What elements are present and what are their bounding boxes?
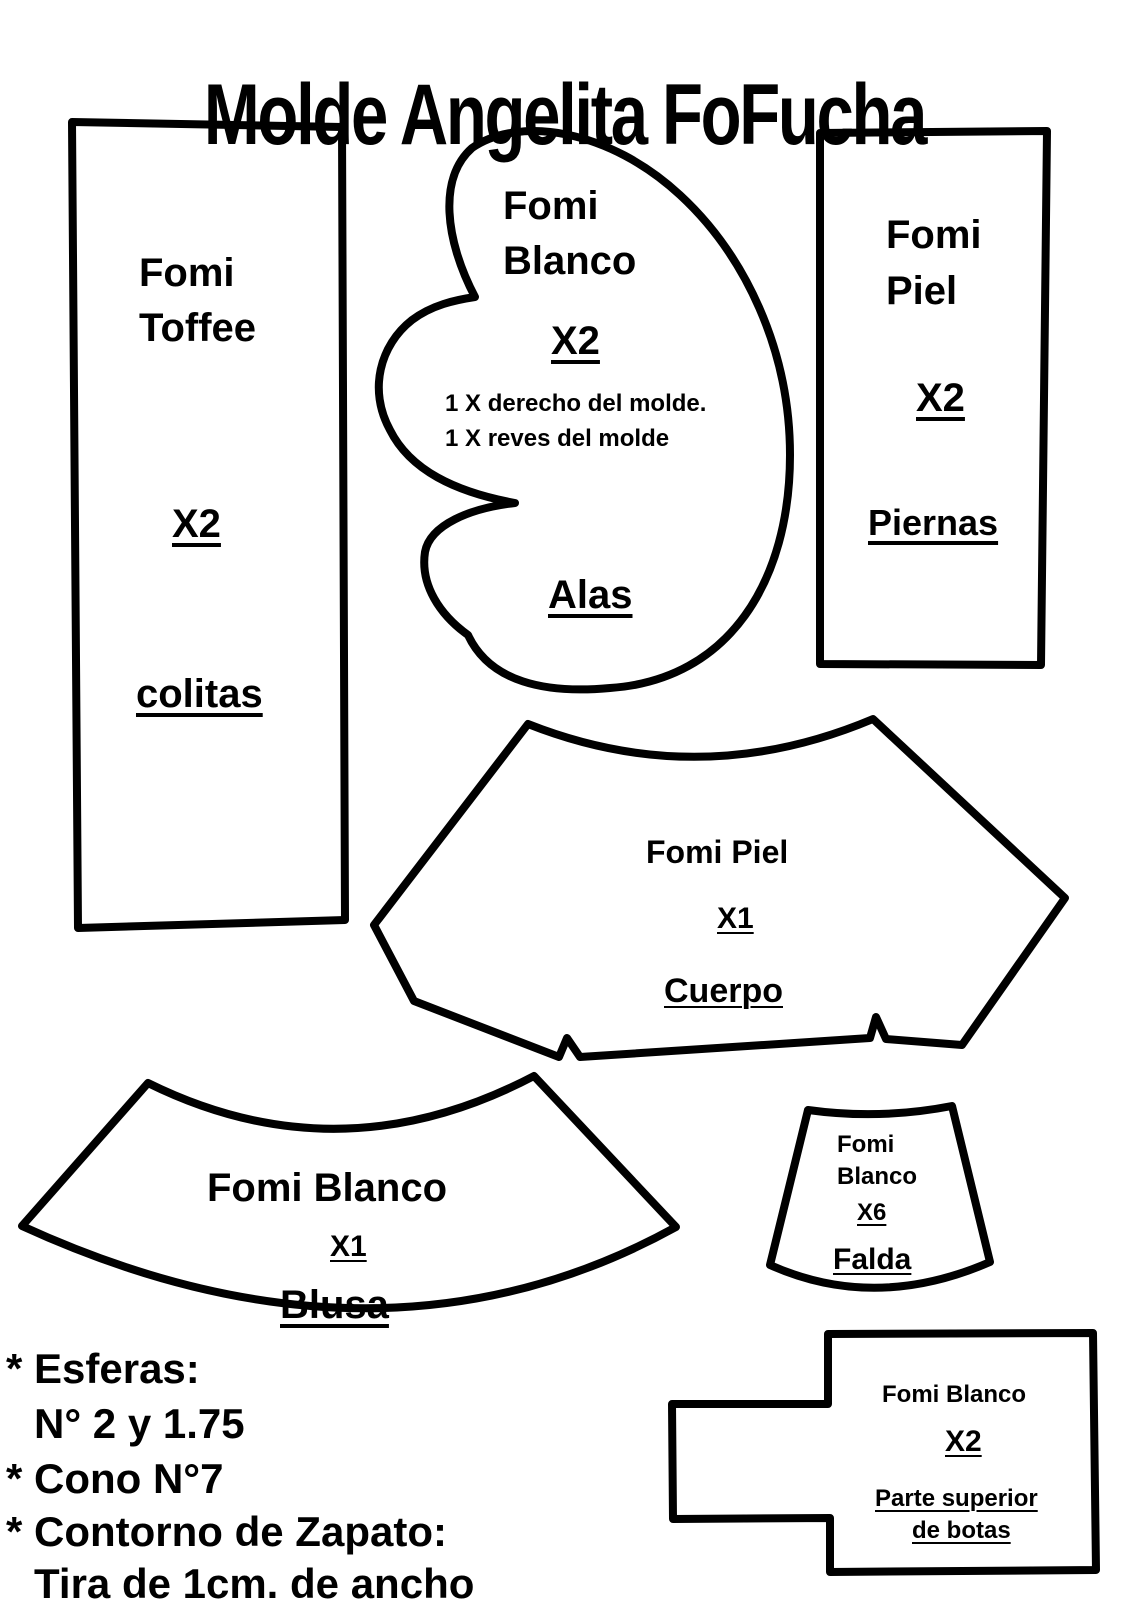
- falda-outline: [766, 1102, 994, 1292]
- botas-outline: [668, 1329, 1100, 1576]
- piernas-material-line1: Fomi: [886, 213, 982, 257]
- notes-line4: * Contorno de Zapato:: [6, 1508, 447, 1555]
- blusa-material: Fomi Blanco: [207, 1166, 448, 1210]
- falda-quantity: X6: [857, 1199, 887, 1226]
- alas-outline: [374, 127, 794, 694]
- alas-material-line2: Blanco: [503, 239, 637, 283]
- notes-line1: * Esferas:: [6, 1345, 200, 1392]
- blusa-outline: [18, 1072, 680, 1313]
- page-title: Molde Angelita FoFucha: [203, 66, 928, 163]
- cuerpo-outline: [370, 715, 1069, 1061]
- colitas-material-line1: Fomi: [139, 251, 235, 295]
- falda-material-line2: Blanco: [837, 1163, 918, 1190]
- alas-note-line2: 1 X reves del molde: [445, 425, 670, 452]
- alas-note-line1: 1 X derecho del molde.: [445, 390, 707, 417]
- falda-material-line1: Fomi: [837, 1131, 895, 1158]
- notes-line2: N° 2 y 1.75: [34, 1400, 245, 1447]
- botas-label-line2: de botas: [912, 1517, 1011, 1544]
- piernas-quantity: X2: [916, 376, 965, 420]
- piernas-label: Piernas: [868, 502, 999, 543]
- blusa-quantity: X1: [330, 1230, 367, 1263]
- falda-label: Falda: [833, 1243, 912, 1276]
- alas-material-line1: Fomi: [503, 184, 599, 228]
- alas-quantity: X2: [551, 319, 600, 363]
- blusa-label: Blusa: [280, 1283, 389, 1327]
- notes-line5: Tira de 1cm. de ancho: [34, 1560, 475, 1607]
- cuerpo-material: Fomi Piel: [646, 834, 789, 870]
- colitas-label: colitas: [136, 672, 263, 716]
- piernas-material-line2: Piel: [886, 269, 958, 313]
- botas-label-line1: Parte superior: [875, 1485, 1038, 1512]
- colitas-outline: [68, 118, 349, 932]
- colitas-quantity: X2: [172, 502, 221, 546]
- notes-line3: * Cono N°7: [6, 1455, 224, 1502]
- colitas-material-line2: Toffee: [139, 306, 257, 350]
- piernas-outline: [816, 127, 1051, 669]
- botas-quantity: X2: [945, 1425, 982, 1458]
- alas-label: Alas: [548, 573, 633, 617]
- cuerpo-label: Cuerpo: [664, 972, 783, 1010]
- botas-material: Fomi Blanco: [882, 1381, 1027, 1408]
- cuerpo-quantity: X1: [717, 902, 754, 935]
